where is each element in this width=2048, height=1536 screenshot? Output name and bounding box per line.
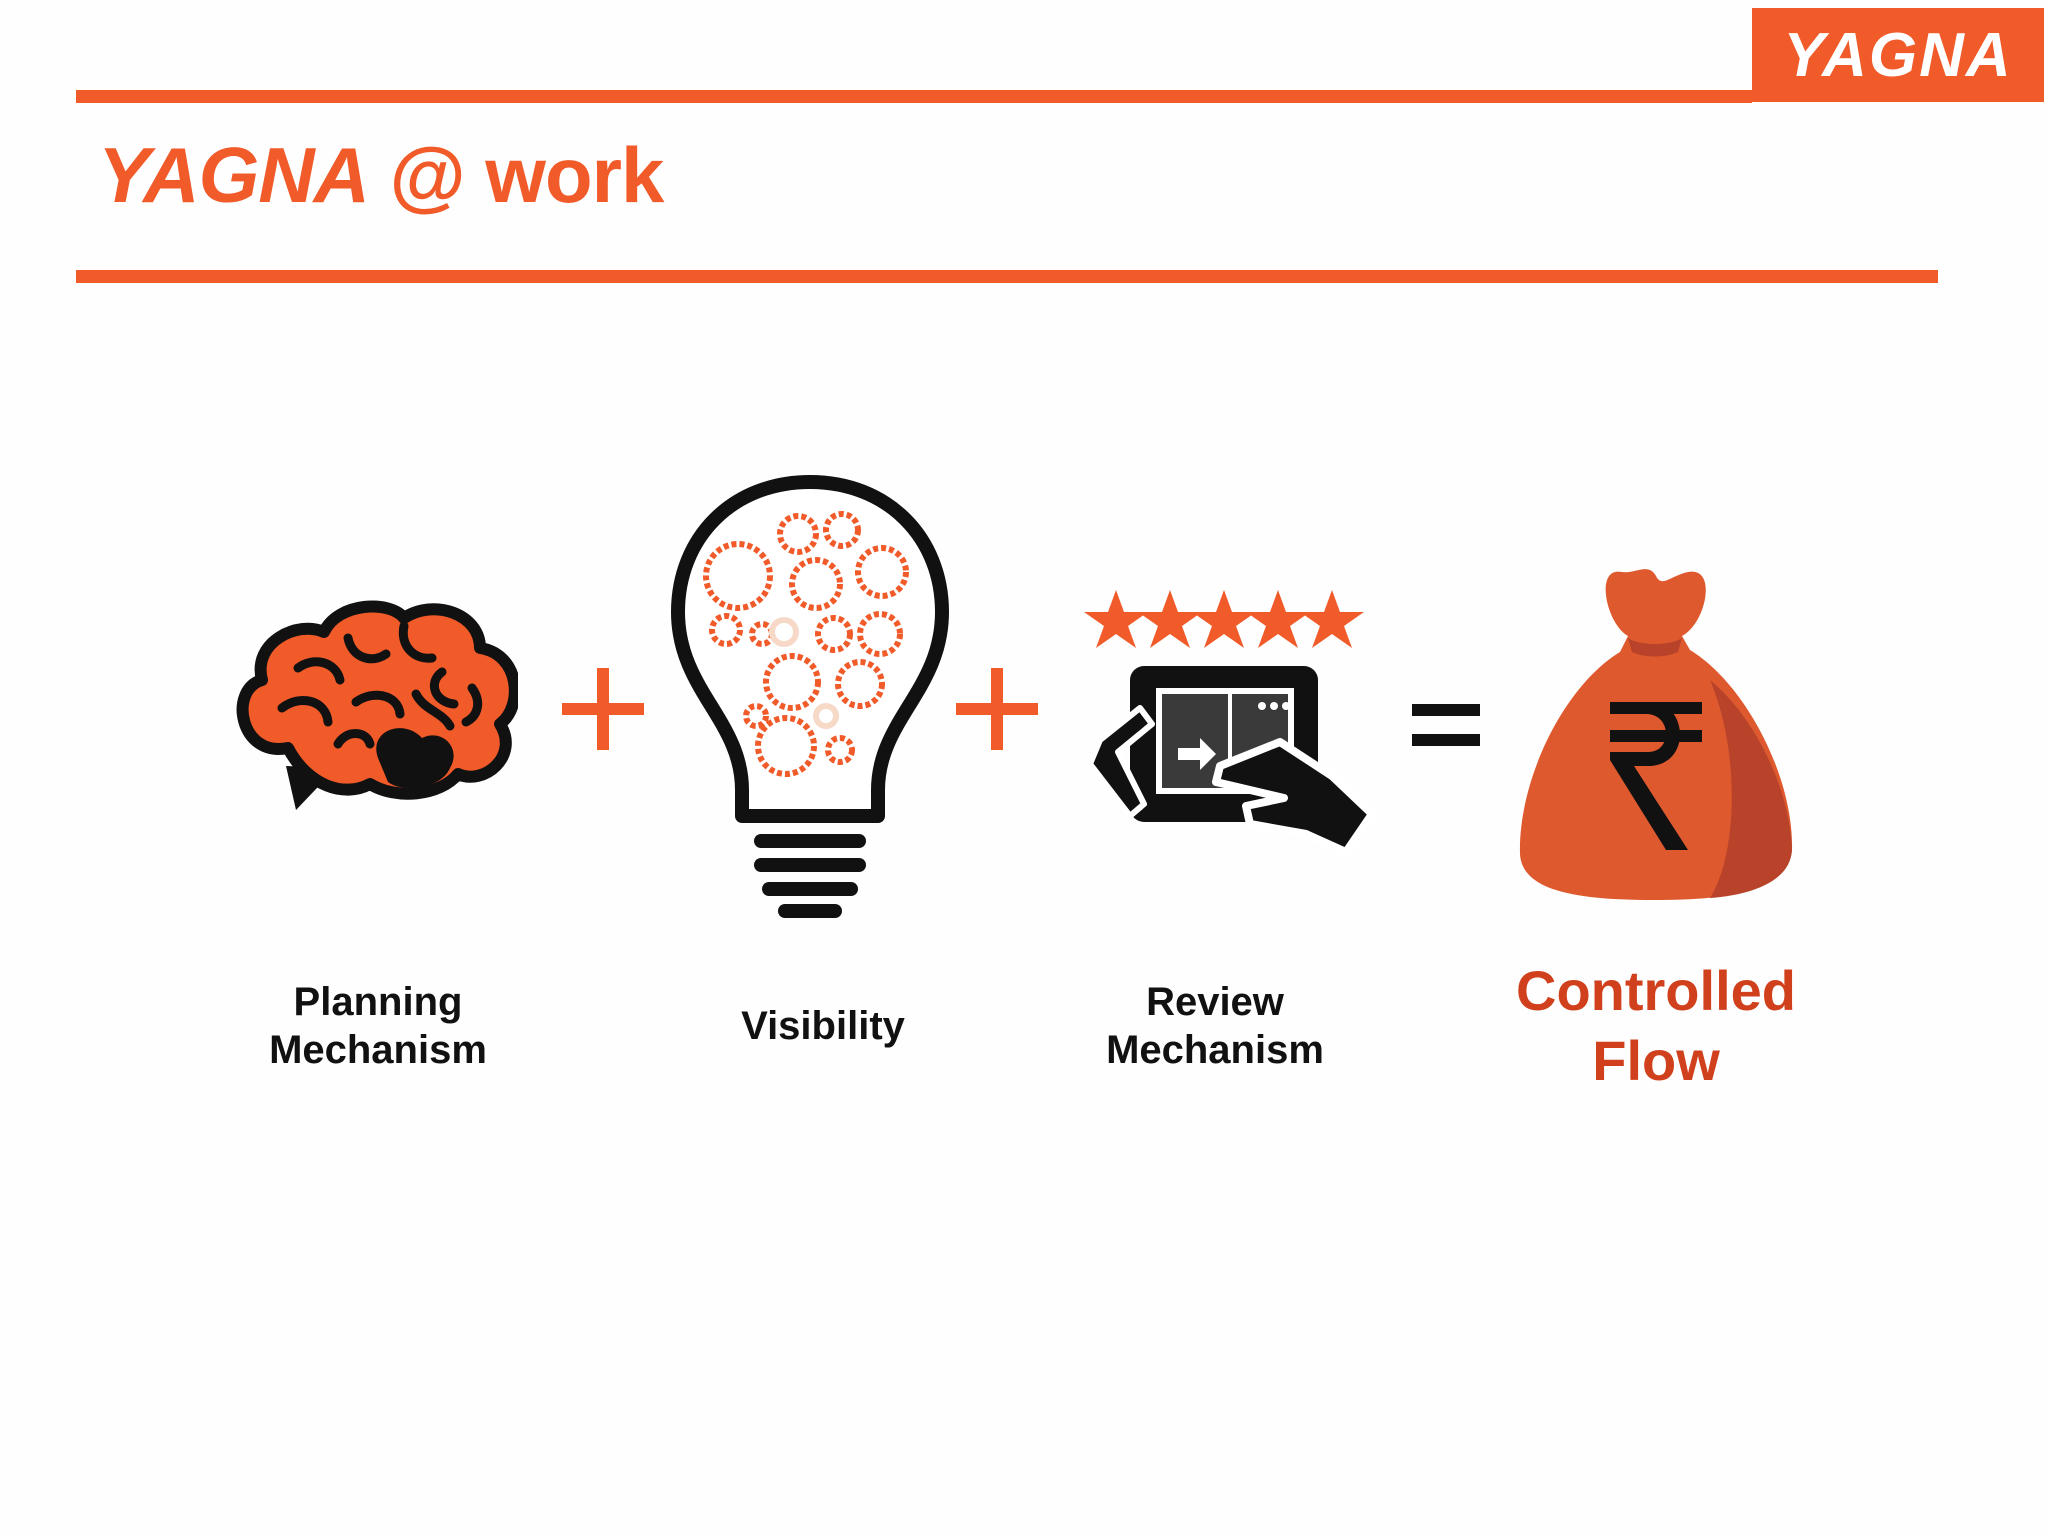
plus-operator-2 bbox=[956, 668, 1038, 750]
rupee-money-bag-icon bbox=[1519, 569, 1793, 900]
controlled-flow-label: Controlled Flow bbox=[1516, 959, 1796, 1092]
page-title: YAGNA @ work bbox=[98, 130, 665, 221]
tablet-review-icon bbox=[1084, 590, 1376, 856]
five-stars bbox=[1084, 590, 1364, 648]
lightbulb-gears-icon bbox=[671, 475, 949, 918]
logo-text: YAGNA bbox=[1783, 20, 2013, 90]
brain-icon bbox=[236, 600, 518, 810]
visibility-label: Visibility bbox=[741, 1004, 905, 1048]
planning-mechanism-label: Planning Mechanism bbox=[269, 980, 487, 1072]
header-bottom-rule bbox=[76, 270, 1938, 283]
yagna-logo: YAGNA bbox=[1752, 8, 2044, 102]
equals-operator bbox=[1412, 704, 1480, 746]
review-mechanism-label: Review Mechanism bbox=[1106, 980, 1324, 1072]
title-rest: @ work bbox=[368, 131, 665, 219]
title-brand: YAGNA bbox=[98, 131, 370, 219]
header-top-rule bbox=[76, 90, 1752, 103]
plus-operator-1 bbox=[562, 668, 644, 750]
